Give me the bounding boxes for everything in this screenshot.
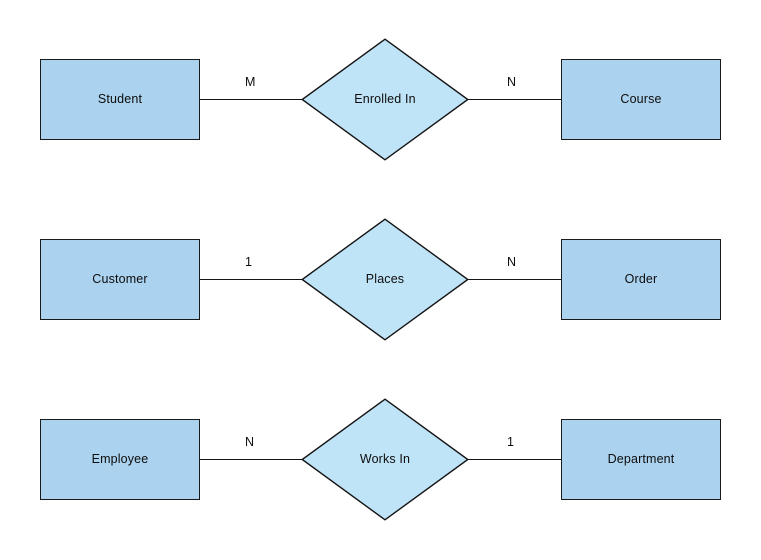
- diamond-shape-icon: [301, 218, 469, 341]
- cardinality-label-left: N: [245, 435, 255, 449]
- entity-box-right[interactable]: Order: [561, 239, 721, 320]
- relationship-diamond[interactable]: Works In: [301, 398, 469, 521]
- entity-box-right[interactable]: Department: [561, 419, 721, 500]
- connector-line-right: [468, 279, 562, 280]
- connector-line-left: [200, 459, 302, 460]
- entity-box-right[interactable]: Course: [561, 59, 721, 140]
- connector-line-left: [200, 99, 302, 100]
- er-relationship-row: Customer 1 Places N Order: [0, 210, 761, 350]
- entity-label: Department: [607, 452, 675, 467]
- diamond-shape-icon: [301, 398, 469, 521]
- connector-line-left: [200, 279, 302, 280]
- cardinality-label-right: N: [507, 255, 517, 269]
- relationship-label: Places: [365, 272, 405, 287]
- entity-label: Course: [620, 92, 662, 107]
- cardinality-label-left: 1: [245, 255, 252, 269]
- entity-box-left[interactable]: Customer: [40, 239, 200, 320]
- entity-box-left[interactable]: Employee: [40, 419, 200, 500]
- cardinality-label-right: N: [507, 75, 517, 89]
- entity-label: Employee: [91, 452, 149, 467]
- relationship-diamond[interactable]: Places: [301, 218, 469, 341]
- cardinality-label-right: 1: [507, 435, 514, 449]
- connector-line-right: [468, 99, 562, 100]
- er-relationship-row: Employee N Works In 1 Department: [0, 390, 761, 530]
- connector-line-right: [468, 459, 562, 460]
- relationship-diamond[interactable]: Enrolled In: [301, 38, 469, 161]
- entity-box-left[interactable]: Student: [40, 59, 200, 140]
- entity-label: Order: [624, 272, 658, 287]
- cardinality-label-left: M: [245, 75, 256, 89]
- entity-label: Customer: [92, 272, 148, 287]
- relationship-label: Enrolled In: [354, 92, 416, 107]
- er-relationship-row: Student M Enrolled In N Course: [0, 30, 761, 170]
- relationship-label: Works In: [359, 452, 411, 467]
- entity-label: Student: [97, 92, 143, 107]
- diamond-shape-icon: [301, 38, 469, 161]
